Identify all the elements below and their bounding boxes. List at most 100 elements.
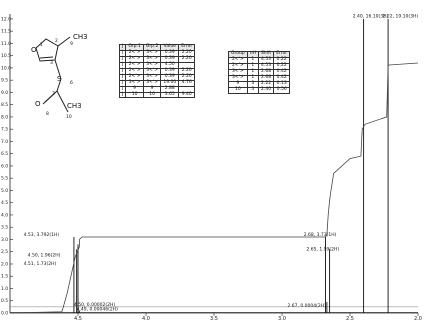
peak-label: 4.51, 1.73(2H) xyxy=(24,261,57,267)
table-cell: J xyxy=(118,91,127,99)
y-tick-label: 8.5 xyxy=(1,102,8,108)
table-cell: 2.20 xyxy=(178,49,196,57)
y-tick-label: 12.0 xyxy=(1,16,11,22)
x-tick-label: 4.5 xyxy=(74,316,82,320)
y-tick-label: 3.0 xyxy=(1,237,8,243)
peak-label: 2.65, 1.99(2H) xyxy=(306,247,339,253)
y-tick-label: 8.0 xyxy=(1,114,8,120)
peak-label: 4.53, 3.792(1H) xyxy=(24,232,60,238)
table-cell: J xyxy=(118,44,127,51)
table-cell: Shift xyxy=(257,51,275,58)
x-tick-label: 3.0 xyxy=(278,316,286,320)
axes: 0.0 0.5 1.0 1.5 2.0 2.5 3.0 3.5 4.0 4.5 5.0 5.5 6.0 6… xyxy=(1,14,422,320)
structure-label: 1 xyxy=(40,42,43,48)
integral-curve xyxy=(9,62,419,314)
x-tick-label: 4.0 xyxy=(142,316,150,320)
table-cell: J xyxy=(118,55,127,63)
peak-label: 4.50, 0.00002(2H) xyxy=(74,302,115,308)
structure-label: 2 xyxy=(55,38,58,44)
table-cell: 4.53 xyxy=(257,56,275,64)
table-cell: 1 xyxy=(246,56,259,64)
table-cell: 2.40 xyxy=(257,86,275,94)
y-tick-label: 0.5 xyxy=(1,298,8,304)
y-tick-label: 2.5 xyxy=(1,249,8,255)
peak-label: 4.50, 1.96(2H) xyxy=(28,253,61,259)
structure-label: 10 xyxy=(66,114,72,120)
table-cell: 3.65 xyxy=(160,91,180,99)
structure-label: 7 xyxy=(52,91,55,97)
y-tick-label: 4.5 xyxy=(1,200,8,206)
structure-label: O xyxy=(31,46,37,54)
y-tick-label: 4.0 xyxy=(1,212,8,218)
y-tick-label: 2.0 xyxy=(1,261,8,267)
molecule-structure xyxy=(35,36,71,113)
integral-series xyxy=(9,62,419,314)
y-tick-label: 3.5 xyxy=(1,225,8,231)
structure-label: 9 xyxy=(70,41,73,47)
y-tick-label: 0.0 xyxy=(1,311,8,317)
peak-label: 2.22, 19.10(3H) xyxy=(383,14,419,20)
table-cell: 9.40 xyxy=(178,91,196,99)
table-cell: 10 xyxy=(142,91,162,99)
table-cell: 10 xyxy=(125,91,144,99)
y-tick-label: 1.0 xyxy=(1,286,8,292)
table-cell: J xyxy=(118,49,127,57)
peak-label: 2.40, 16.10(3H) xyxy=(353,14,389,20)
peak-label: 4.49, 0.00046(2H) xyxy=(77,307,118,313)
table-cell: Error xyxy=(273,51,291,58)
sulfur-bond xyxy=(54,59,62,80)
y-tick-label: 6.0 xyxy=(1,163,8,169)
table-cell: 2.20 xyxy=(178,55,196,63)
y-tick-label: 5.5 xyxy=(1,176,8,182)
ring-double-bond xyxy=(39,56,54,59)
y-tick-label: 9.5 xyxy=(1,78,8,84)
table-cell: 0.56 xyxy=(273,86,291,94)
peak-label: 2.68, 3.73(1H) xyxy=(304,232,337,238)
s-c-bond xyxy=(56,78,62,92)
y-tick-label: 5.0 xyxy=(1,188,8,194)
table-cell: 3 xyxy=(246,86,259,94)
table-cell: 0.22 xyxy=(273,56,291,64)
x-tick-label: 2.5 xyxy=(346,316,354,320)
table-cell: nH xyxy=(246,51,259,58)
baselines xyxy=(10,306,418,313)
y-tick-label: 11.5 xyxy=(1,29,11,35)
x-tick-label: 2.0 xyxy=(414,316,422,320)
structure-label: CH3 xyxy=(73,33,88,41)
methyl-bond-9 xyxy=(57,36,71,47)
y-tick-label: 10.0 xyxy=(1,65,11,71)
y-tick-label: 10.5 xyxy=(1,53,11,59)
y-tick-label: 7.0 xyxy=(1,139,8,145)
structure-label: 3 xyxy=(50,60,53,66)
peak-annotations: 4.53, 3.792(1H) 4.50, 1.96(2H) 4.51, 1.73(… xyxy=(24,14,419,313)
structure-label: O xyxy=(35,100,41,108)
methyl-bond-10 xyxy=(56,90,69,113)
structure-label: CH3 xyxy=(67,102,82,110)
y-tick-label: 1.5 xyxy=(1,274,8,280)
carbonyl-double-bond xyxy=(44,92,56,103)
table-cell: 10 xyxy=(228,86,248,94)
y-tick-label: 11.0 xyxy=(1,41,11,47)
table-cell: Error xyxy=(178,44,196,51)
furan-ring xyxy=(35,38,59,62)
structure-label: S xyxy=(57,75,62,83)
y-tick-label: 7.5 xyxy=(1,127,8,133)
x-tick-label: 3.5 xyxy=(210,316,218,320)
y-tick-label: 6.5 xyxy=(1,151,8,157)
structure-label: 6 xyxy=(70,80,73,86)
peak-label: 2.67, 0.0004(2H) xyxy=(287,303,326,309)
